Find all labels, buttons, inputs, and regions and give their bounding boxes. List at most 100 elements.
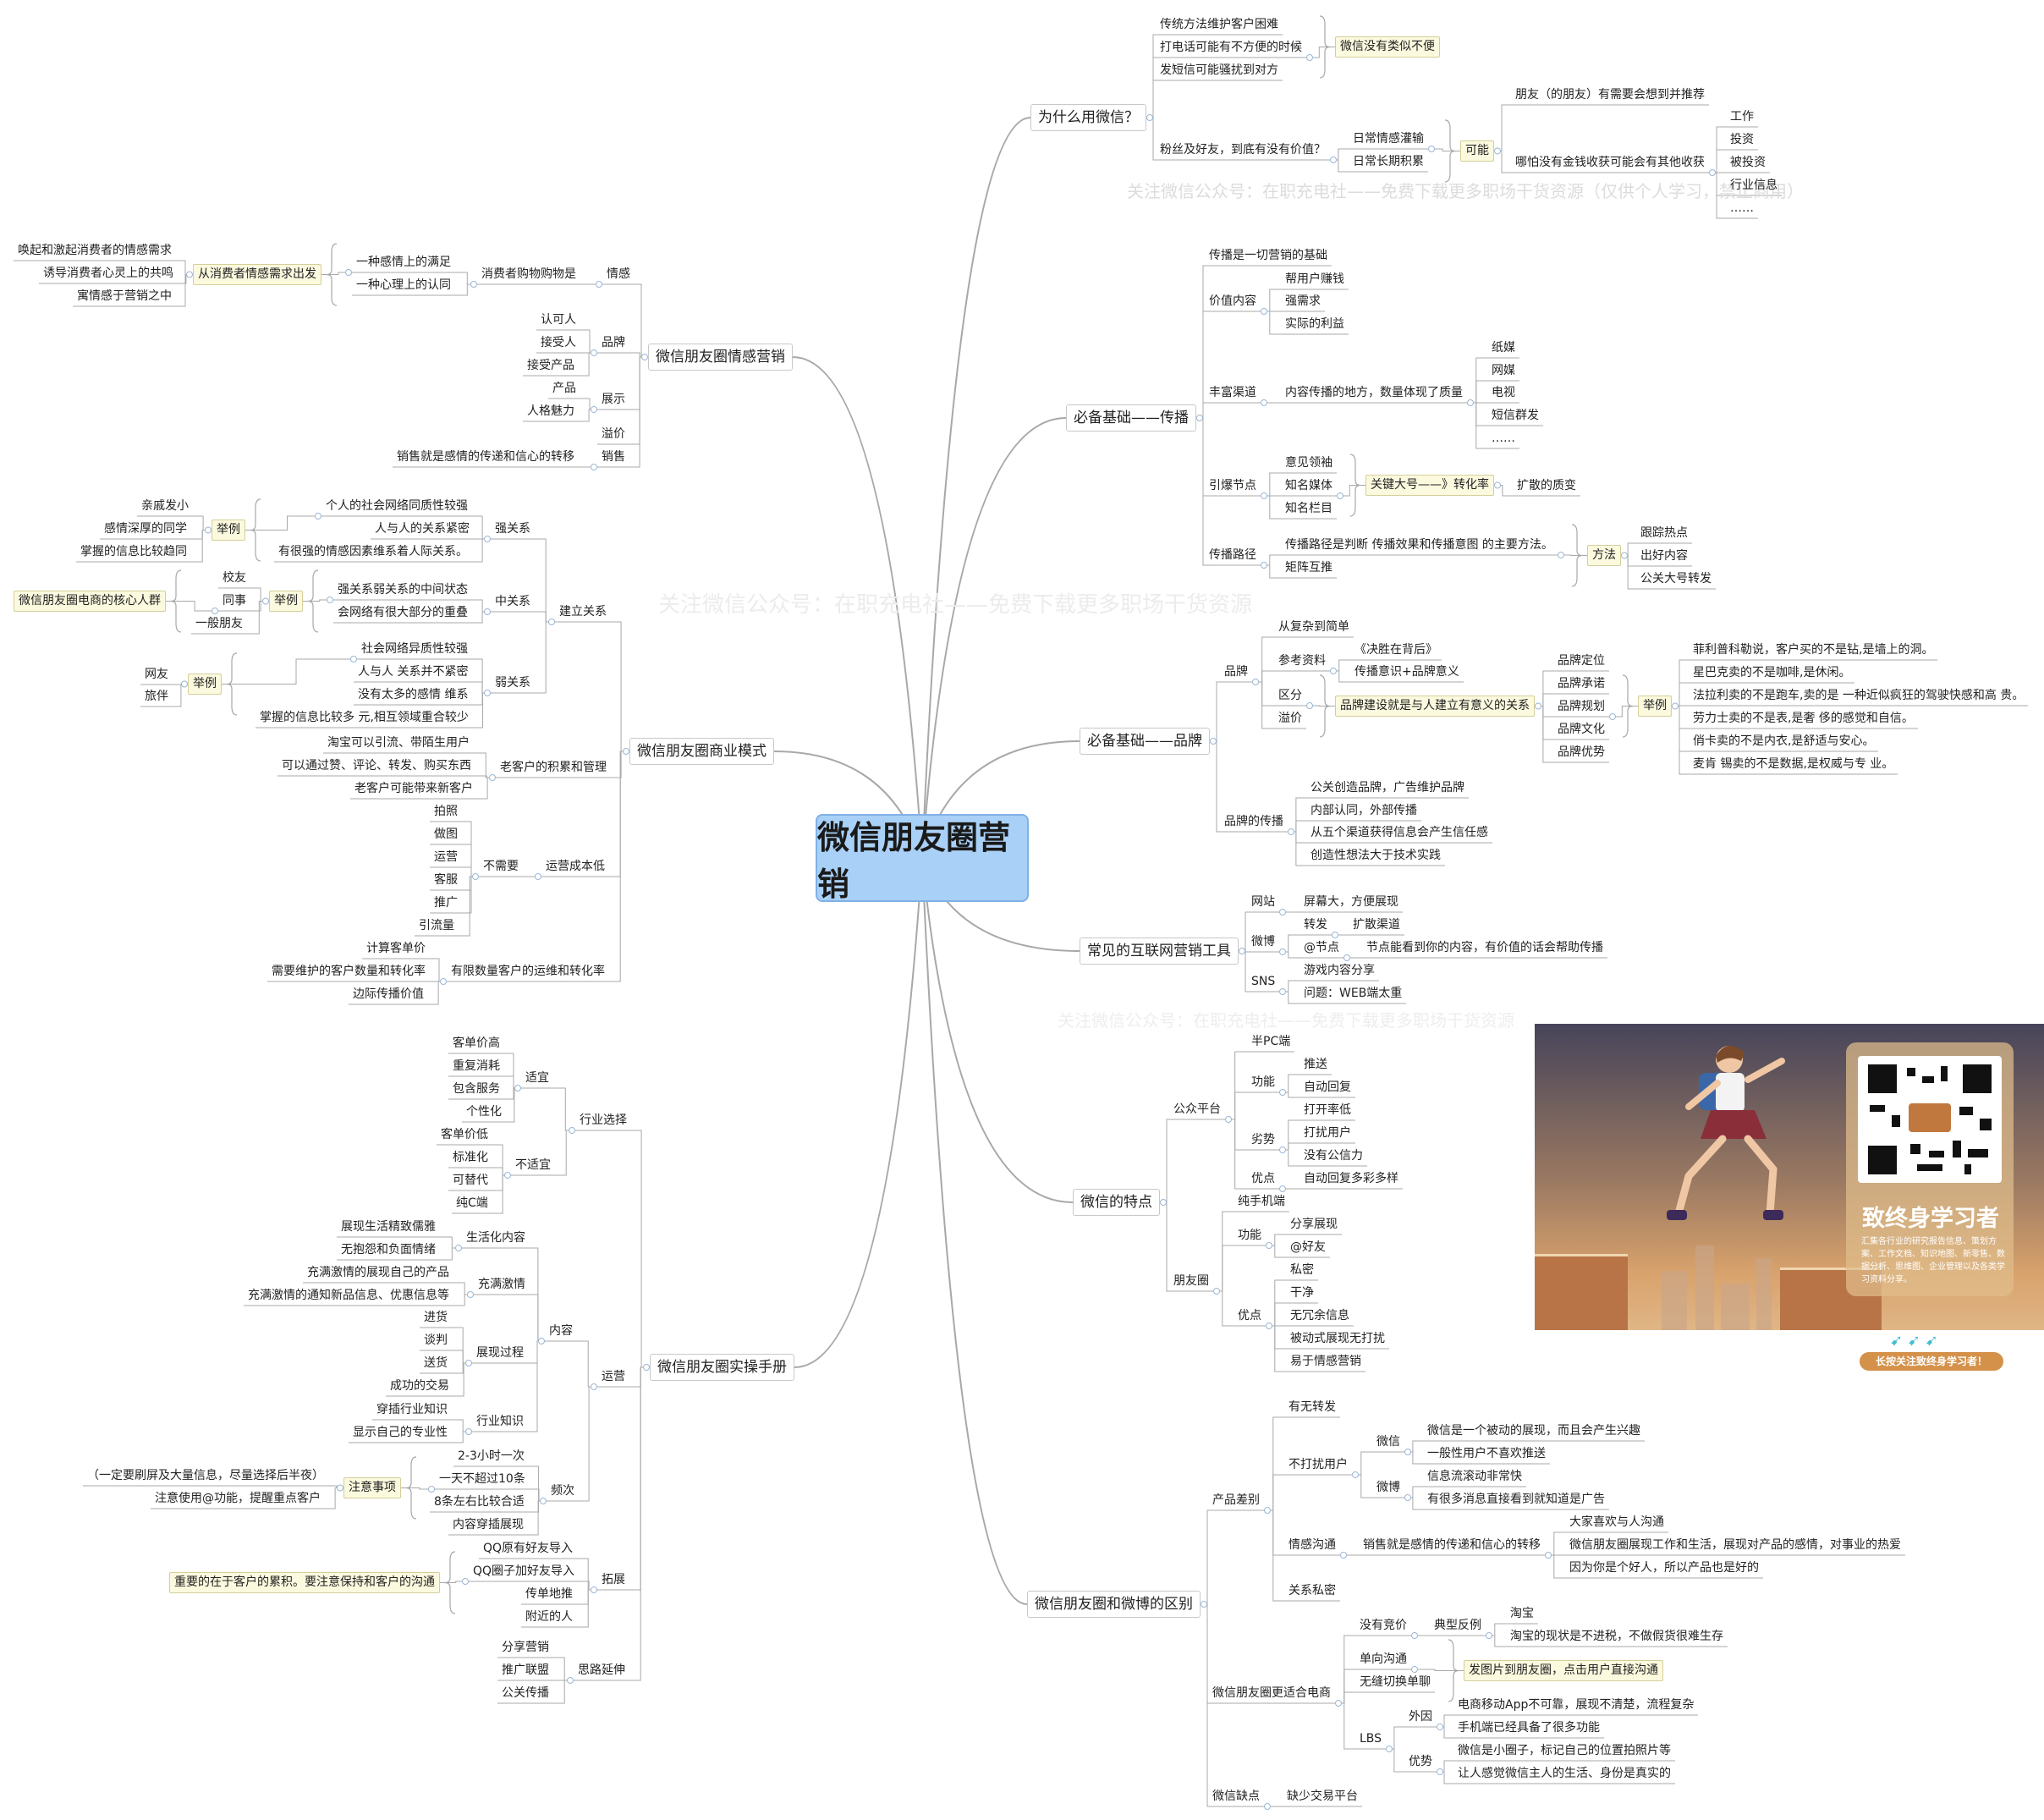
topic-r2c0[interactable]: 内容传播的地方，数量体现了质量	[1281, 383, 1467, 403]
topic-l3b22[interactable]: 一天不超过10条	[435, 1470, 530, 1489]
topic-r2b[interactable]: 价值内容	[1205, 292, 1261, 311]
topic-l3c4[interactable]: 附近的人	[521, 1608, 577, 1627]
topic-r5a2[interactable]: 劣势	[1247, 1130, 1279, 1150]
topic-l1b1[interactable]: 认可人	[536, 311, 580, 330]
topic-r3e3[interactable]: 法拉利卖的不是跑车,卖的是 一种近似疯狂的驾驶快感和高 贵。	[1689, 686, 2028, 706]
topic-l3c[interactable]: 拓展	[597, 1570, 629, 1590]
topic-r6b422[interactable]: 让人感觉微信主人的生活、身份是真实的	[1453, 1764, 1675, 1784]
topic-l3b141[interactable]: 穿插行业知识	[372, 1400, 452, 1420]
summary-s4[interactable]: 方法	[1587, 545, 1621, 566]
topic-l3a13[interactable]: 包含服务	[448, 1080, 504, 1099]
topic-r4b2[interactable]: @节点	[1299, 938, 1343, 958]
topic-r1c[interactable]: 发短信可能骚扰到对方	[1156, 61, 1283, 80]
topic-l1c[interactable]: 展示	[597, 390, 629, 410]
topic-l1e1[interactable]: 销售就是感情的传递和信心的转移	[393, 448, 579, 467]
topic-r3e4[interactable]: 劳力士卖的不是表,是奢 侈的感觉和自信。	[1689, 709, 1918, 729]
topic-r5b11[interactable]: 分享展现	[1286, 1215, 1342, 1234]
topic-r5b2[interactable]: 优点	[1234, 1306, 1266, 1326]
topic-r6a3[interactable]: 情感沟通	[1284, 1536, 1340, 1555]
topic-r3c4[interactable]: 创造性想法大于技术实践	[1306, 846, 1445, 866]
topic-l2d3[interactable]: 边际传播价值	[349, 985, 428, 1004]
topic-l2a34[interactable]: 掌握的信息比较多 元,相互领域重合较少	[256, 708, 473, 728]
topic-l2a36[interactable]: 旅伴	[140, 687, 173, 707]
topic-l2a33[interactable]: 没有太多的感情 维系	[354, 685, 472, 705]
topic-l2a32[interactable]: 人与人 关系并不紧密	[354, 663, 472, 682]
topic-l3a12[interactable]: 重复消耗	[448, 1057, 504, 1076]
topic-r4b21[interactable]: 节点能看到你的内容，有价值的话会帮助传播	[1362, 938, 1607, 958]
topic-r5a12[interactable]: 自动回复	[1299, 1078, 1355, 1097]
topic-r2c5[interactable]: ……	[1487, 429, 1519, 448]
topic-r3a[interactable]: 品牌	[1220, 663, 1252, 682]
topic-l2c3[interactable]: 运营	[430, 848, 462, 867]
topic-r6b41[interactable]: 外因	[1404, 1707, 1437, 1727]
topic-r3a3[interactable]: 区分	[1274, 686, 1306, 706]
topic-r2c2[interactable]: 网媒	[1487, 361, 1519, 381]
topic-l1a15[interactable]: 寓情感于营销之中	[73, 287, 176, 306]
topic-l3b142[interactable]: 显示自己的专业性	[349, 1423, 452, 1443]
topic-l2b2[interactable]: 可以通过赞、评论、转发、购买东西	[277, 756, 475, 776]
topic-r2c4[interactable]: 短信群发	[1487, 406, 1543, 426]
topic-r5a22[interactable]: 打扰用户	[1299, 1124, 1355, 1143]
topic-r6b412[interactable]: 手机端已经具备了很多功能	[1453, 1718, 1604, 1738]
topic-r3b4[interactable]: 品牌文化	[1553, 720, 1609, 740]
topic-l2c2[interactable]: 做图	[430, 825, 462, 844]
topic-r4b[interactable]: 微博	[1247, 932, 1279, 952]
topic-l3c2[interactable]: QQ圈子加好友导入	[469, 1562, 579, 1581]
topic-r5b[interactable]: 朋友圈	[1169, 1272, 1213, 1291]
qr-code-icon[interactable]	[1858, 1056, 2002, 1183]
topic-r1d[interactable]: 粉丝及好友，到底有没有价值？	[1156, 140, 1330, 160]
topic-r3a4[interactable]: 溢价	[1274, 709, 1306, 729]
topic-l3b12[interactable]: 充满激情	[474, 1275, 530, 1295]
topic-r5b25[interactable]: 易于情感营销	[1286, 1352, 1365, 1372]
topic-r6a212[interactable]: 一般性用户不喜欢推送	[1423, 1444, 1550, 1464]
topic-r4c1[interactable]: 游戏内容分享	[1299, 961, 1379, 981]
topic-r3a1[interactable]: 从复杂到简单	[1274, 618, 1354, 637]
topic-r3a22[interactable]: 传播意识+品牌意义	[1350, 663, 1464, 682]
topic-l2a35[interactable]: 网友	[140, 665, 173, 685]
topic-l2a12[interactable]: 人与人的关系紧密	[371, 520, 474, 539]
summary-s1[interactable]: 微信没有类似不便	[1335, 36, 1440, 58]
topic-l3a11[interactable]: 客单价高	[448, 1034, 504, 1053]
topic-r6b11[interactable]: 典型反例	[1430, 1616, 1486, 1636]
topic-l3b2[interactable]: 频次	[547, 1482, 579, 1501]
topic-l2a11[interactable]: 个人的社会网络同质性较强	[321, 497, 472, 516]
topic-r1f[interactable]: 哪怕没有金钱收获可能会有其他收获	[1511, 153, 1709, 173]
topic-l2c1[interactable]: 拍照	[430, 802, 462, 822]
topic-r2b1[interactable]: 帮用户赚钱	[1281, 270, 1349, 289]
topic-r1d1[interactable]: 日常情感灌输	[1349, 129, 1428, 149]
topic-r6a222[interactable]: 有很多消息直接看到就知道是广告	[1423, 1490, 1609, 1509]
topic-r2e2[interactable]: 矩阵互推	[1281, 558, 1337, 578]
topic-l2a[interactable]: 建立关系	[555, 602, 611, 622]
topic-r6a2[interactable]: 不打扰用户	[1284, 1455, 1352, 1475]
topic-l2d2[interactable]: 需要维护的客户数量和转化率	[267, 962, 430, 981]
topic-r2d[interactable]: 引爆节点	[1205, 476, 1261, 496]
topic-r5b23[interactable]: 无冗余信息	[1286, 1306, 1354, 1326]
root-topic[interactable]: 微信朋友圈营销	[816, 814, 1029, 902]
topic-r3a21[interactable]: 《决胜在背后》	[1350, 641, 1442, 660]
topic-l3b133[interactable]: 送货	[420, 1354, 452, 1373]
topic-r2d1[interactable]: 意见领袖	[1281, 454, 1337, 473]
topic-l2d1[interactable]: 计算客单价	[362, 939, 430, 959]
topic-l3b131[interactable]: 进货	[420, 1308, 452, 1328]
topic-l2c0[interactable]: 不需要	[479, 857, 523, 877]
topic-r6a221[interactable]: 信息流滚动非常快	[1423, 1467, 1526, 1487]
topic-l3a22[interactable]: 标准化	[448, 1148, 492, 1168]
topic-r2d2[interactable]: 知名媒体	[1281, 476, 1337, 496]
topic-r6c[interactable]: 微信缺点	[1208, 1787, 1264, 1806]
main-topic-r5[interactable]: 微信的特点	[1073, 1189, 1160, 1216]
topic-r2c1[interactable]: 纸媒	[1487, 338, 1519, 358]
topic-l3a[interactable]: 行业选择	[575, 1111, 631, 1130]
topic-r1b[interactable]: 打电话可能有不方便的时候	[1156, 38, 1306, 58]
topic-r6a211[interactable]: 微信是一个被动的展现，而且会产生兴趣	[1423, 1421, 1645, 1441]
topic-l3b134[interactable]: 成功的交易	[386, 1377, 453, 1396]
topic-l1a12[interactable]: 一种心理上的认同	[352, 276, 455, 295]
topic-r5a3[interactable]: 优点	[1247, 1169, 1279, 1189]
topic-l2a3[interactable]: 弱关系	[491, 674, 535, 693]
topic-r3c[interactable]: 品牌的传播	[1220, 812, 1288, 832]
topic-r5a21[interactable]: 打开率低	[1299, 1101, 1355, 1120]
topic-l2a16[interactable]: 掌握的信息比较趋同	[76, 542, 191, 562]
topic-r4a1[interactable]: 屏幕大，方便展现	[1299, 893, 1403, 912]
topic-l2a14[interactable]: 亲戚发小	[137, 497, 193, 516]
summary-s3[interactable]: 关键大号——》转化率	[1365, 475, 1494, 496]
topic-r1d2[interactable]: 日常长期积累	[1349, 152, 1428, 172]
